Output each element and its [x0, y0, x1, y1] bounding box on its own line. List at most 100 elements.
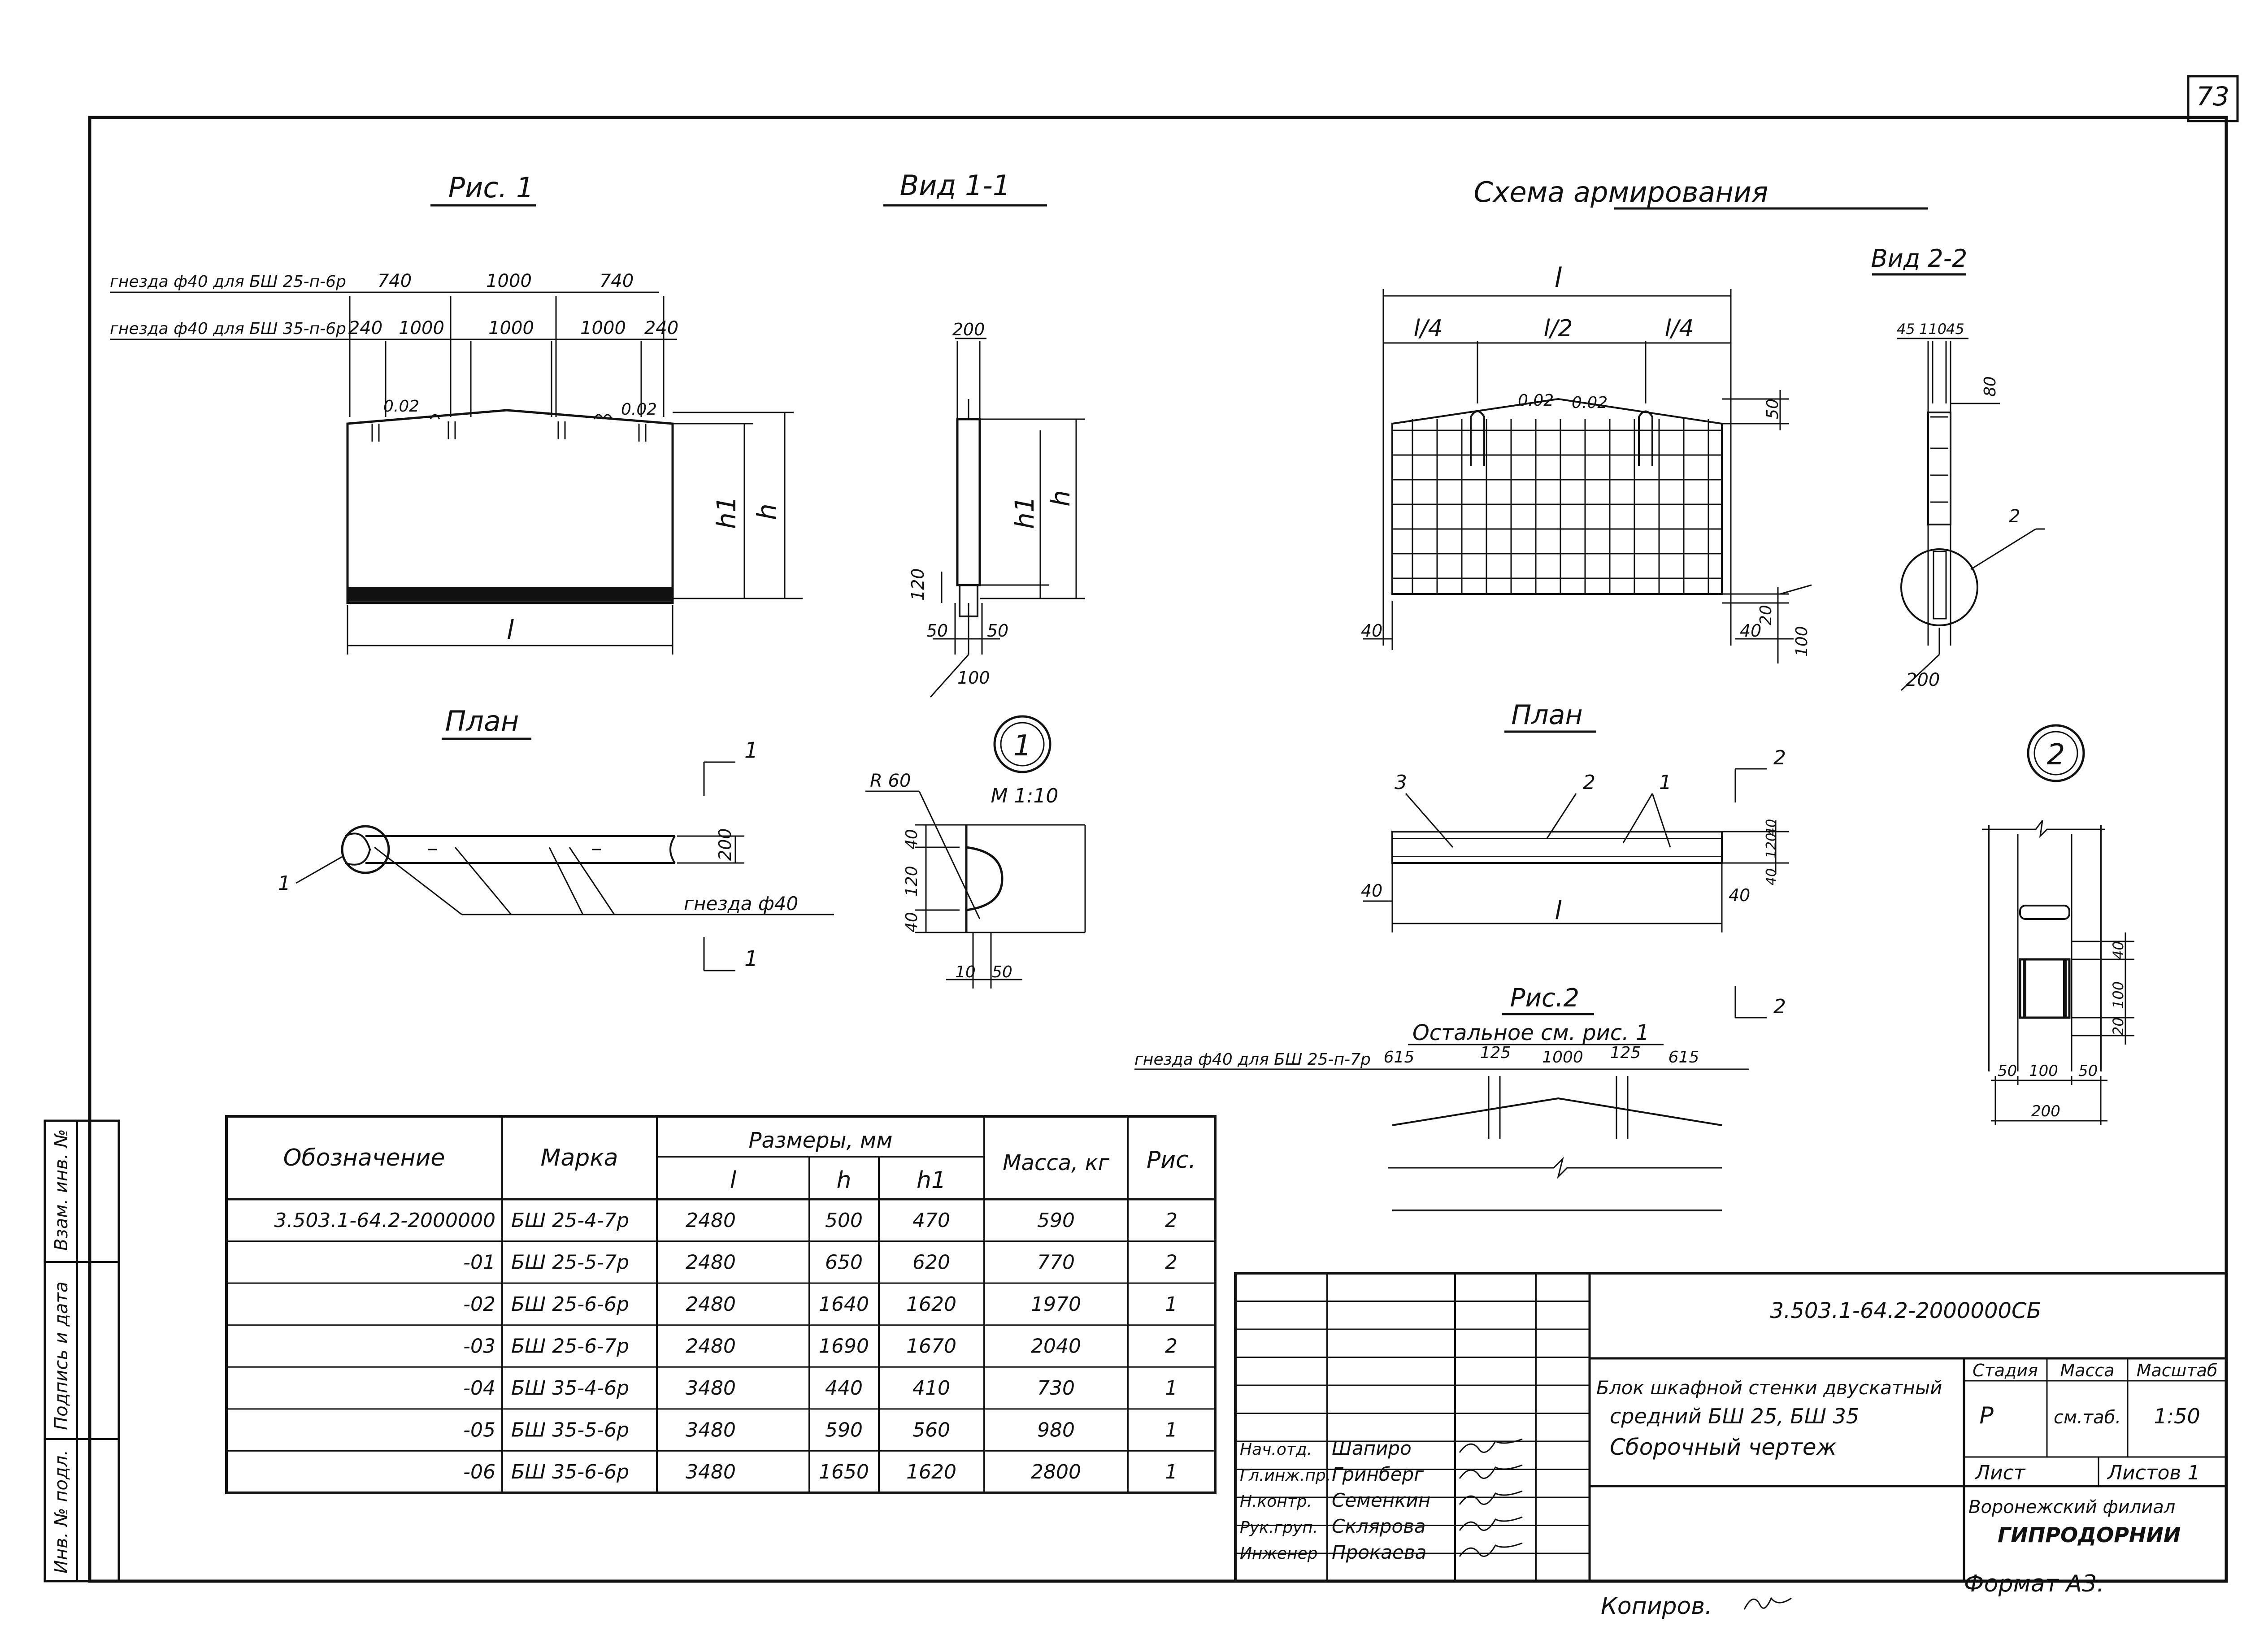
node1: 1 М 1:10 R 60 40 120 40 10 50 [865, 715, 1086, 989]
view11-d50b: 50 [987, 621, 1008, 641]
stamp-title-3: Сборочный чертеж [1610, 1434, 1837, 1460]
fig1-dim-top-3: 740 [600, 271, 634, 291]
signature-mark [1459, 1438, 1523, 1453]
table-cell-designation: -06 [463, 1461, 495, 1483]
table-cell-fig: 1 [1165, 1419, 1177, 1442]
stamp-title-1: Блок шкафной стенки двускатный [1596, 1377, 1942, 1399]
fig1-h1: h1 [711, 496, 742, 529]
side-label-replace: Взам. инв. № [51, 1129, 72, 1251]
table-cell-mass: 1970 [1031, 1293, 1081, 1316]
fig1-slope-right: 0.02 [621, 400, 657, 419]
table-cell-mark: БШ 35-6-6р [511, 1461, 629, 1483]
fig1-note-top: гнезда ф40 для БШ 25-п-6р [110, 273, 346, 291]
side-label-signature: Подпись и дата [51, 1282, 72, 1430]
plan2-c2: 2 [1583, 771, 1595, 794]
table-cell-mark: БШ 35-4-6р [511, 1377, 629, 1400]
fig2-note-rest: Остальное см. рис. 1 [1412, 1020, 1649, 1045]
mass-value: см.таб. [2054, 1407, 2121, 1428]
table-cell-h: 1650 [819, 1461, 869, 1483]
view22-d45b: 45 [1946, 321, 1964, 338]
fig2-note: гнезда ф40 для БШ 25-п-7р [1134, 1050, 1371, 1069]
table-cell-mark: БШ 25-4-7р [511, 1209, 629, 1232]
table-cell-mark: БШ 25-5-7р [511, 1251, 629, 1274]
scheme-d40a: 40 [1361, 621, 1382, 641]
signature-name: Семенкин [1332, 1489, 1430, 1511]
fig2-view: Рис.2 Остальное см. рис. 1 гнезда ф40 дл… [1134, 984, 1749, 1211]
table-header-h: h [837, 1167, 852, 1194]
table-cell-fig: 2 [1165, 1209, 1177, 1232]
table-cell-h: 590 [825, 1419, 863, 1442]
signature-name: Гринберг [1332, 1463, 1424, 1485]
table-cell-l: 2480 [686, 1251, 736, 1274]
fig1-h: h [752, 503, 782, 520]
table-cell-h1: 1670 [906, 1335, 956, 1357]
scheme-l2: l/2 [1543, 315, 1573, 342]
node2-d50a: 50 [1998, 1062, 2017, 1080]
plan1: План 1 1 1 200 гнезда ф40 [278, 705, 834, 971]
table-cell-designation: -04 [463, 1377, 495, 1400]
table-cell-h1: 620 [912, 1251, 950, 1274]
scheme-slope-a: 0.02 [1518, 391, 1554, 410]
signature-role: Н.контр. [1240, 1492, 1312, 1511]
table-cell-h: 1640 [819, 1293, 869, 1316]
plan1-note: гнезда ф40 [684, 893, 798, 915]
view11-d100: 100 [957, 668, 990, 688]
node2-d100: 100 [2110, 981, 2127, 1009]
table-cell-mass: 980 [1037, 1419, 1075, 1442]
title-block: 3.503.1-64.2-2000000СБ Блок шкафной стен… [1234, 1272, 2228, 1583]
stage-label: Стадия [1973, 1361, 2038, 1380]
view11-d200: 200 [952, 320, 985, 339]
signature-name: Шапиро [1332, 1437, 1412, 1459]
scale-value: 1:50 [2154, 1404, 2200, 1428]
fig1-dim-bot-4: 1000 [580, 318, 626, 338]
table-cell-l: 2480 [686, 1335, 736, 1357]
view11-h: h [1045, 490, 1076, 507]
table-cell-fig: 1 [1165, 1293, 1177, 1316]
table-cell-h1: 1620 [906, 1293, 956, 1316]
plan2-c3: 3 [1395, 771, 1407, 794]
table-cell-l: 3480 [686, 1419, 736, 1442]
table-cell-l: 2480 [686, 1293, 736, 1316]
node2-d40: 40 [2110, 941, 2127, 959]
table-cell-mark: БШ 25-6-6р [511, 1293, 629, 1316]
plan2: План 3 2 1 2 2 40 40 40 120 40 l [1361, 699, 1789, 1019]
node1-d40a: 40 [903, 829, 921, 850]
table-cell-h1: 560 [912, 1419, 950, 1442]
sheet-label: Лист [1974, 1461, 2026, 1484]
node2: 2 40 100 20 50 100 50 200 [1982, 724, 2134, 1125]
scheme-l4-left: l/4 [1413, 315, 1443, 342]
fig2-dim-2: 125 [1480, 1044, 1511, 1062]
scheme-slope-b: 0.02 [1572, 394, 1608, 412]
plan1-title: План [445, 705, 519, 737]
plan1-d200: 200 [715, 828, 735, 861]
fig2-title: Рис.2 [1510, 984, 1579, 1013]
plan2-c1: 1 [1659, 771, 1672, 794]
plan1-section-bottom: 1 [744, 946, 758, 971]
table-cell-designation: 3.503.1-64.2-2000000 [274, 1209, 495, 1232]
view22: Вид 2-2 45 110 45 80 2 200 [1871, 244, 2045, 691]
view22-d80: 80 [1981, 376, 1999, 397]
node2-d20: 20 [2110, 1017, 2127, 1036]
plan2-d40c: 40 [1764, 819, 1779, 836]
view22-d110: 110 [1919, 321, 1947, 338]
plan2-d120: 120 [1764, 833, 1779, 859]
signature-row: Нач.отд.Шапиро [1240, 1437, 1523, 1459]
table-cell-h: 440 [825, 1377, 863, 1400]
table-cell-fig: 2 [1165, 1335, 1177, 1357]
fig1-dim-top-2: 1000 [486, 271, 532, 291]
stamp-title-2: средний БШ 25, БШ 35 [1610, 1404, 1859, 1428]
fig1-title: Рис. 1 [448, 171, 534, 204]
table-cell-mark: БШ 35-5-6р [511, 1419, 629, 1442]
scheme-l: l [1555, 262, 1562, 294]
fig1-dim-bot-3: 1000 [488, 318, 534, 338]
table-cell-mass: 730 [1037, 1377, 1075, 1400]
stamp-code: 3.503.1-64.2-2000000СБ [1770, 1298, 2042, 1323]
fig2-dim-1: 615 [1384, 1048, 1415, 1067]
table-cell-l: 2480 [686, 1209, 736, 1232]
